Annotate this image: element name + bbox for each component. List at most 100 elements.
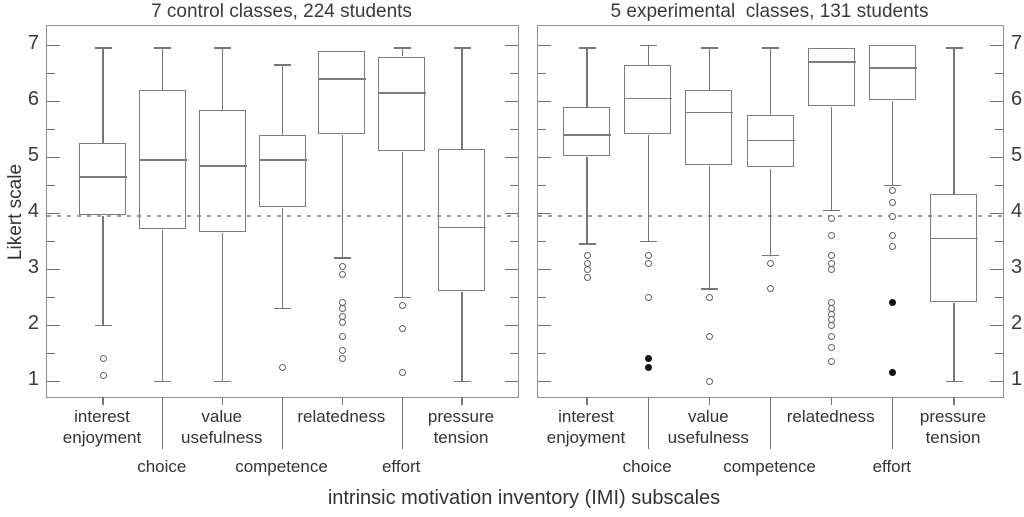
y-tick-minor	[538, 352, 546, 355]
y-tick-major	[505, 380, 518, 383]
x-tick	[769, 397, 772, 449]
median-line	[198, 165, 247, 167]
median-line	[258, 159, 307, 161]
extreme-outlier-point	[889, 369, 897, 377]
outlier-point	[338, 355, 346, 363]
x-tick	[892, 397, 894, 449]
y-tick-minor	[510, 240, 518, 243]
category-label-pressure-tension: pressure tension	[427, 407, 495, 448]
panel-title-experimental: 5 experimental classes, 131 students	[610, 1, 929, 22]
y-tick-major	[47, 324, 60, 327]
box-choice	[624, 64, 672, 134]
y-axis-tick-label: 6	[27, 88, 39, 111]
whisker-cap-low	[274, 307, 291, 310]
y-tick-minor	[47, 296, 55, 299]
outlier-point	[828, 215, 836, 223]
outlier-point	[583, 251, 591, 259]
outlier-point	[644, 293, 652, 301]
outlier-point	[705, 333, 713, 340]
whisker-high	[102, 48, 104, 144]
whisker-cap-high	[393, 47, 411, 49]
whisker-low	[708, 165, 710, 289]
outlier-point	[889, 212, 897, 220]
category-label-relatedness: relatedness	[297, 407, 386, 426]
x-tick	[102, 397, 104, 405]
whisker-low	[102, 216, 104, 326]
y-tick-minor	[538, 296, 546, 299]
median-line	[79, 176, 127, 178]
y-tick-minor	[47, 240, 55, 243]
y-tick-minor	[995, 72, 1003, 75]
y-tick-major	[47, 268, 60, 271]
x-tick	[281, 397, 284, 449]
category-label-effort: effort	[381, 457, 421, 476]
median-line	[930, 237, 978, 240]
whisker-cap-high	[700, 47, 718, 49]
y-axis-tick-label: 4	[27, 200, 39, 223]
y-tick-major	[505, 324, 518, 327]
whisker-high	[401, 48, 403, 57]
whisker-cap-high	[453, 47, 471, 49]
category-label-choice: choice	[622, 457, 672, 476]
y-tick-major	[990, 380, 1003, 383]
x-tick	[461, 397, 463, 405]
y-tick-minor	[510, 352, 518, 355]
outlier-point	[338, 271, 346, 279]
whisker-low	[401, 151, 403, 298]
y-tick-major	[990, 268, 1003, 271]
y-tick-minor	[47, 72, 55, 75]
y-tick-minor	[995, 296, 1003, 299]
y-tick-major	[538, 380, 551, 383]
box-pressure-tension	[930, 193, 977, 302]
y-axis-tick-label: 7	[1011, 32, 1023, 55]
category-label-competence: competence	[723, 457, 816, 476]
y-axis-tick-label: 2	[1011, 312, 1023, 335]
y-axis-tick-label: 3	[1011, 256, 1023, 279]
x-tick	[341, 397, 343, 405]
median-line	[746, 139, 795, 142]
y-tick-major	[990, 212, 1003, 215]
y-tick-major	[505, 100, 518, 103]
outlier-point	[828, 232, 836, 240]
y-tick-minor	[510, 128, 518, 131]
box-relatedness	[807, 48, 855, 106]
category-label-choice: choice	[137, 457, 187, 476]
y-tick-minor	[47, 128, 55, 131]
y-tick-major	[47, 44, 60, 47]
y-tick-minor	[510, 296, 518, 299]
x-axis-title: intrinsic motivation inventory (IMI) sub…	[327, 487, 721, 509]
y-tick-major	[47, 212, 60, 215]
box-competence	[258, 134, 306, 207]
y-tick-minor	[510, 184, 518, 187]
outlier-point	[828, 251, 836, 259]
y-tick-minor	[995, 352, 1003, 355]
x-tick	[162, 397, 164, 449]
whisker-cap-low	[393, 296, 411, 299]
whisker-cap-low	[945, 380, 963, 383]
whisker-cap-high	[639, 44, 657, 47]
outlier-point	[828, 358, 836, 366]
y-tick-major	[47, 100, 60, 103]
outlier-point	[279, 363, 286, 371]
y-axis-tick-label: 1	[27, 368, 39, 391]
median-line	[563, 134, 611, 136]
whisker-cap-low	[154, 380, 172, 383]
box-pressure-tension	[438, 148, 485, 291]
whisker-cap-high	[94, 47, 112, 49]
outlier-point	[398, 302, 406, 310]
category-label-value-usefulness: value usefulness	[667, 407, 749, 448]
panel-title-control: 7 control classes, 224 students	[151, 1, 412, 22]
y-tick-major	[538, 324, 551, 327]
y-tick-major	[47, 380, 60, 383]
category-label-competence: competence	[235, 457, 328, 476]
y-tick-major	[505, 212, 518, 215]
outlier-point	[705, 293, 713, 301]
outlier-point	[828, 333, 836, 340]
whisker-high	[162, 48, 164, 91]
whisker-cap-high	[945, 47, 963, 49]
whisker-cap-low	[333, 257, 351, 259]
x-tick	[831, 397, 833, 405]
y-axis-tick-label: 2	[27, 312, 39, 335]
whisker-high	[222, 48, 224, 110]
